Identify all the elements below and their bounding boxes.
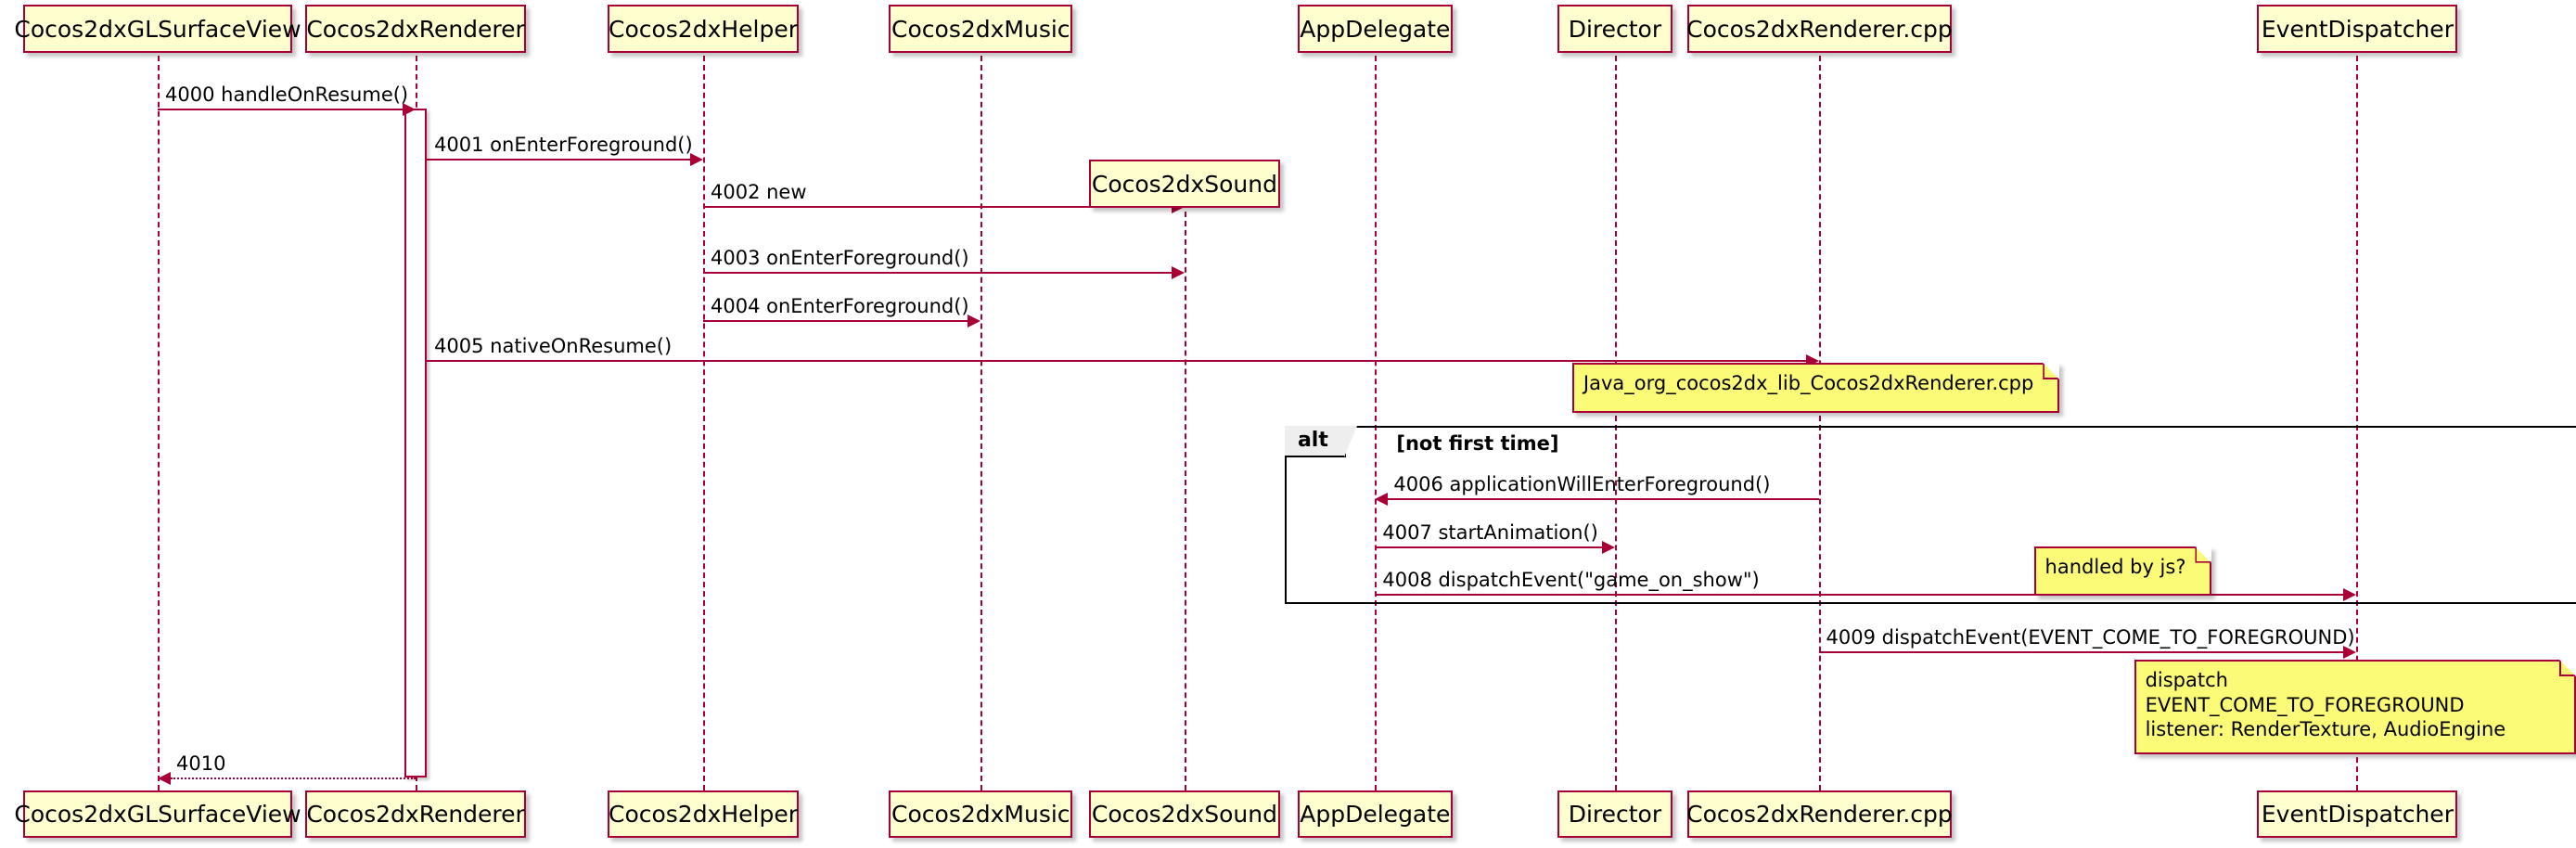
participant-bottom-helper[interactable]: Cocos2dxHelper [608,790,799,839]
participant-top-renderercpp[interactable]: Cocos2dxRenderer.cpp [1686,5,1953,53]
message-line-4000 [158,109,404,111]
note-fold-edge-icon [2043,363,2060,380]
fragment-alt [1284,425,2576,604]
message-label-4010: 4010 [176,752,226,775]
participant-bottom-renderercpp[interactable]: Cocos2dxRenderer.cpp [1686,790,1953,839]
note-renderercpp: Java_org_cocos2dx_lib_Cocos2dxRenderer.c… [1571,363,2060,413]
lifeline-director [1614,56,1617,790]
lifeline-music [980,56,983,790]
lifeline-helper [703,56,705,790]
participant-bottom-sound[interactable]: Cocos2dxSound [1089,790,1280,839]
message-label-4009: 4009 dispatchEvent(EVENT_COME_TO_FOREGRO… [1826,626,2355,649]
message-arrowhead-4009 [2342,646,2356,660]
message-label-4005: 4005 nativeOnResume() [434,334,673,357]
participant-top-renderer[interactable]: Cocos2dxRenderer [305,5,526,53]
lifeline-eventdispatcher [2355,56,2358,790]
message-line-4001 [427,158,690,161]
message-line-4004 [703,319,968,322]
message-line-4006 [1388,498,1819,501]
participant-top-glsurfaceview[interactable]: Cocos2dxGLSurfaceView [14,5,301,53]
participant-top-eventdispatcher[interactable]: EventDispatcher [2257,5,2458,53]
participant-bottom-renderer[interactable]: Cocos2dxRenderer [305,790,526,839]
note-fold-icon [2043,363,2060,380]
message-line-4010 [171,777,417,779]
note-dispatch: dispatch EVENT_COME_TO_FOREGROUND listen… [2134,660,2576,754]
message-arrowhead-4003 [1171,266,1185,280]
participant-bottom-music[interactable]: Cocos2dxMusic [889,790,1073,839]
message-label-4008: 4008 dispatchEvent("game_on_show") [1382,569,1760,592]
participant-top-director[interactable]: Director [1557,5,1672,53]
lifeline-glsurfaceview [158,56,160,790]
message-label-4007: 4007 startAnimation() [1382,520,1598,544]
note-fold-edge-icon [2559,660,2576,677]
participant-top-appdelegate[interactable]: AppDelegate [1298,5,1453,53]
message-label-4000: 4000 handleOnResume() [165,84,409,107]
lifeline-sound [1184,211,1186,790]
fragment-label-alt: alt [1284,425,1357,457]
note-fold-edge-icon [2195,546,2212,563]
note-fold-icon [2559,660,2576,677]
participant-bottom-director[interactable]: Director [1557,790,1672,839]
message-arrowhead-4004 [968,314,981,328]
message-arrowhead-4008 [2342,588,2356,602]
message-arrowhead-4000 [403,103,417,117]
message-line-4007 [1375,546,1602,548]
activation-renderer [404,109,428,777]
message-arrowhead-4001 [690,152,703,166]
message-label-4002: 4002 new [711,181,807,204]
note-fold-icon [2195,546,2212,563]
message-line-4008 [1375,594,2343,597]
participant-top-music[interactable]: Cocos2dxMusic [889,5,1073,53]
note-handled-js: handled by js? [2033,546,2212,596]
message-label-4003: 4003 onEnterForeground() [711,247,969,270]
participant-bottom-appdelegate[interactable]: AppDelegate [1298,790,1453,839]
message-label-4004: 4004 onEnterForeground() [711,294,969,317]
fragment-guard: [not first time] [1396,431,1559,455]
participant-bottom-glsurfaceview[interactable]: Cocos2dxGLSurfaceView [14,790,301,839]
message-line-4002 [703,206,1172,209]
participant-top-sound[interactable]: Cocos2dxSound [1089,160,1280,209]
message-line-4005 [427,359,1806,362]
lifeline-renderercpp [1818,56,1821,790]
message-arrowhead-4006 [1375,493,1389,507]
message-line-4003 [703,272,1172,275]
message-arrowhead-4007 [1601,540,1615,554]
message-line-4009 [1818,651,2343,654]
message-arrowhead-4010 [158,771,172,785]
message-label-4006: 4006 applicationWillEnterForeground() [1393,473,1771,496]
participant-top-helper[interactable]: Cocos2dxHelper [608,5,799,53]
lifeline-appdelegate [1375,56,1378,790]
message-label-4001: 4001 onEnterForeground() [434,133,693,156]
participant-bottom-eventdispatcher[interactable]: EventDispatcher [2257,790,2458,839]
